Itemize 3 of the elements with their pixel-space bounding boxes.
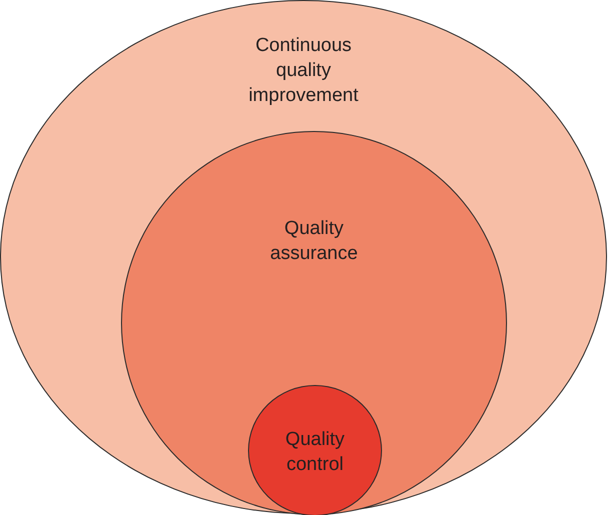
region-label: Quality control (284, 428, 346, 477)
region-label: Quality assurance (269, 217, 359, 266)
region-label: Continuous quality improvement (248, 34, 360, 108)
